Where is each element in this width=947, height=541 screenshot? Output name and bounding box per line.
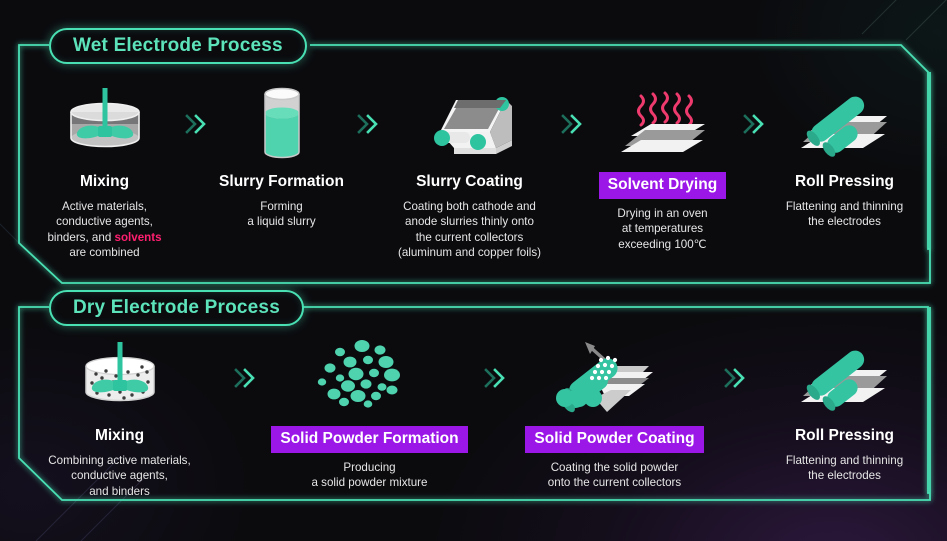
desc-line: the electrodes: [808, 469, 881, 483]
step-description: Coating both cathode and anode slurries …: [398, 199, 541, 261]
chevron-double-right-icon: [184, 114, 206, 134]
desc-line: Producing: [343, 461, 396, 474]
arrow-dry-3: [710, 340, 760, 416]
step-title-highlighted: Solid Powder Formation: [271, 426, 468, 453]
arrow-dry-1: [220, 340, 270, 416]
desc-line: Forming: [260, 200, 303, 213]
step-title-highlighted: Solid Powder Coating: [525, 426, 704, 453]
wet-process-title: Wet Electrode Process: [49, 28, 307, 64]
step-description: Flattening and thinning the electrodes: [786, 199, 903, 230]
desc-line: are combined: [69, 246, 140, 260]
arrow-wet-2: [352, 86, 384, 162]
dry-process-title: Dry Electrode Process: [49, 290, 304, 326]
step-dry-powder-formation[interactable]: Solid Powder Formation Producing a solid…: [270, 340, 470, 491]
step-wet-slurry-coating[interactable]: Slurry Coating Coating both cathode and …: [384, 86, 556, 261]
beaker-slurry-icon: [244, 86, 320, 162]
chevron-double-right-icon: [723, 368, 745, 388]
desc-line: a solid powder mixture: [311, 476, 428, 490]
step-dry-roll-pressing[interactable]: Roll Pressing Flattening and thinning th…: [760, 340, 930, 484]
step-description: Drying in an oven at temperatures exceed…: [617, 206, 707, 252]
chevron-double-right-icon: [560, 114, 582, 134]
roll-pressing-icon: [789, 340, 901, 416]
dry-panel-border: [18, 306, 931, 501]
arrow-dry-2: [470, 340, 520, 416]
desc-line: Combining active materials,: [48, 454, 191, 467]
desc-line: conductive agents,: [71, 469, 168, 483]
step-wet-mixing[interactable]: Mixing Active materials, conductive agen…: [30, 86, 180, 261]
desc-line: exceeding 100℃: [618, 237, 707, 251]
step-title-highlighted: Solvent Drying: [598, 172, 727, 199]
wet-process-steps: Mixing Active materials, conductive agen…: [19, 86, 930, 261]
desc-line: Flattening and thinning: [785, 454, 904, 467]
desc-line: binders, and: [47, 230, 115, 244]
step-description: Active materials, conductive agents, bin…: [47, 199, 161, 261]
desc-line: (aluminum and copper foils): [397, 246, 542, 260]
arrow-wet-3: [556, 86, 588, 162]
chevron-double-right-icon: [483, 368, 505, 388]
desc-line: anode slurries thinly onto: [405, 215, 534, 229]
desc-line: onto the current collectors: [547, 476, 682, 490]
step-wet-roll-pressing[interactable]: Roll Pressing Flattening and thinning th…: [770, 86, 920, 230]
step-wet-solvent-drying[interactable]: Solvent Drying Drying in an oven at temp…: [588, 86, 738, 252]
step-dry-mixing[interactable]: Mixing Combining active materials, condu…: [20, 340, 220, 499]
step-title: Mixing: [79, 173, 130, 190]
oven-drying-icon: [607, 86, 719, 162]
desc-line: at temperatures: [621, 222, 704, 236]
desc-line: conductive agents,: [56, 215, 153, 229]
step-title: Roll Pressing: [794, 173, 895, 190]
desc-line: Active materials,: [61, 200, 148, 213]
desc-line: and binders: [89, 484, 150, 498]
desc-line: Drying in an oven: [617, 207, 708, 220]
dry-process-steps: Mixing Combining active materials, condu…: [19, 340, 930, 499]
step-title: Slurry Coating: [416, 173, 523, 190]
desc-line: the current collectors: [415, 230, 524, 244]
step-dry-powder-coating[interactable]: Solid Powder Coating Coating the solid p…: [520, 340, 710, 491]
dry-process-panel: Dry Electrode Process: [0, 290, 947, 525]
arrow-wet-4: [738, 86, 770, 162]
step-title: Slurry Formation: [219, 173, 344, 190]
slurry-coating-icon: [414, 86, 526, 162]
step-description: Coating the solid powder onto the curren…: [548, 460, 681, 491]
step-wet-slurry-formation[interactable]: Slurry Formation Forming a liquid slurry: [212, 86, 352, 230]
dry-mixing-tank-icon: [72, 340, 168, 416]
desc-line: a liquid slurry: [247, 215, 316, 229]
powder-particles-icon: [310, 340, 430, 416]
desc-line: the electrodes: [808, 215, 881, 229]
arrow-wet-1: [180, 86, 212, 162]
desc-line: Coating the solid powder: [550, 461, 679, 474]
step-title: Roll Pressing: [794, 427, 895, 444]
chevron-double-right-icon: [233, 368, 255, 388]
step-title: Mixing: [94, 427, 145, 444]
chevron-double-right-icon: [742, 114, 764, 134]
desc-line: Coating both cathode and: [403, 200, 536, 213]
wet-panel-border: [18, 44, 931, 284]
chevron-double-right-icon: [356, 114, 378, 134]
mixing-tank-icon: [57, 86, 153, 162]
step-description: Producing a solid powder mixture: [312, 460, 428, 491]
powder-coating-icon: [545, 340, 685, 416]
solvent-keyword: solvents: [114, 230, 162, 244]
roll-pressing-icon: [789, 86, 901, 162]
step-description: Flattening and thinning the electrodes: [786, 453, 903, 484]
wet-process-panel: Wet Electrode Process Mixi: [0, 28, 947, 284]
step-description: Forming a liquid slurry: [247, 199, 315, 230]
step-description: Combining active materials, conductive a…: [48, 453, 190, 499]
desc-line: Flattening and thinning: [785, 200, 904, 213]
